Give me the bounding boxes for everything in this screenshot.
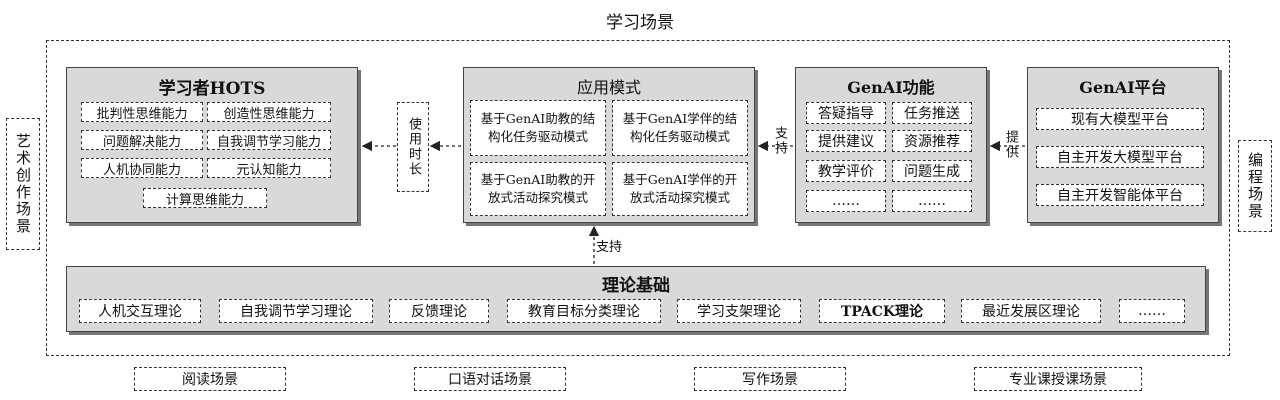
hots-item: 元认知能力 (207, 158, 331, 178)
functions-title: GenAI功能 (847, 78, 935, 97)
bottom-scene: 阅读场景 (134, 367, 286, 391)
theory-item: TPACK理论 (819, 299, 945, 323)
function-item: 教学评价 (806, 160, 886, 182)
platform-item: 现有大模型平台 (1036, 108, 1204, 130)
mode-item: 基于GenAI学伴的开放式活动探究模式 (612, 162, 748, 216)
hots-item: 人机协同能力 (81, 158, 203, 178)
bottom-scene: 写作场景 (694, 367, 846, 391)
theory-item: 自我调节学习理论 (219, 299, 373, 323)
function-item: …… (806, 190, 886, 212)
mode-item: 基于GenAI学伴的结构化任务驱动模式 (612, 100, 748, 156)
support-label-theory: 支持 (596, 240, 623, 255)
functions-panel: GenAI功能 答疑指导 任务推送 提供建议 资源推荐 教学评价 问题生成 ……… (795, 67, 987, 223)
modes-title: 应用模式 (576, 78, 641, 97)
usage-duration-label: 使用时长 (406, 117, 421, 177)
hots-item: 自我调节学习能力 (207, 130, 331, 150)
theory-item: 人机交互理论 (79, 299, 201, 323)
function-item: …… (892, 190, 972, 212)
usage-duration-box: 使用时长 (397, 102, 429, 192)
bottom-scene: 口语对话场景 (414, 367, 566, 391)
function-item: 答疑指导 (806, 102, 886, 124)
theory-item: 教育目标分类理论 (507, 299, 661, 323)
hots-item: 问题解决能力 (81, 130, 203, 150)
hots-item: 批判性思维能力 (81, 102, 203, 122)
learning-scene-frame (46, 40, 1230, 356)
function-item: 资源推荐 (892, 130, 972, 152)
hots-panel: 学习者HOTS 批判性思维能力 创造性思维能力 问题解决能力 自我调节学习能力 … (66, 67, 358, 223)
platform-title: GenAI平台 (1079, 78, 1167, 97)
scene-title: 学习场景 (606, 13, 674, 33)
right-scene-box: 编程场景 (1238, 140, 1272, 232)
hots-item: 创造性思维能力 (207, 102, 331, 122)
platform-item: 自主开发大模型平台 (1036, 146, 1204, 168)
theory-item: 最近发展区理论 (961, 299, 1101, 323)
function-item: 任务推送 (892, 102, 972, 124)
platform-panel: GenAI平台 现有大模型平台 自主开发大模型平台 自主开发智能体平台 (1027, 67, 1219, 223)
theory-title: 理论基础 (602, 276, 670, 296)
theory-panel: 理论基础 人机交互理论 自我调节学习理论 反馈理论 教育目标分类理论 学习支架理… (66, 266, 1206, 332)
modes-panel: 应用模式 基于GenAI助教的结构化任务驱动模式 基于GenAI学伴的结构化任务… (463, 67, 755, 223)
provide-label: 提供 (1003, 130, 1018, 160)
mode-item: 基于GenAI助教的开放式活动探究模式 (470, 162, 606, 216)
left-scene-box: 艺术创作场景 (6, 118, 40, 250)
bottom-scene: 专业课授课场景 (974, 367, 1142, 391)
hots-item: 计算思维能力 (143, 188, 267, 208)
mode-item: 基于GenAI助教的结构化任务驱动模式 (470, 100, 606, 156)
function-item: 提供建议 (806, 130, 886, 152)
support-label-functions: 支持 (772, 126, 787, 156)
theory-item: 反馈理论 (389, 299, 489, 323)
theory-item: 学习支架理论 (677, 299, 801, 323)
platform-item: 自主开发智能体平台 (1036, 184, 1204, 206)
function-item: 问题生成 (892, 160, 972, 182)
hots-title: 学习者HOTS (158, 79, 266, 99)
theory-item: …… (1119, 299, 1185, 323)
